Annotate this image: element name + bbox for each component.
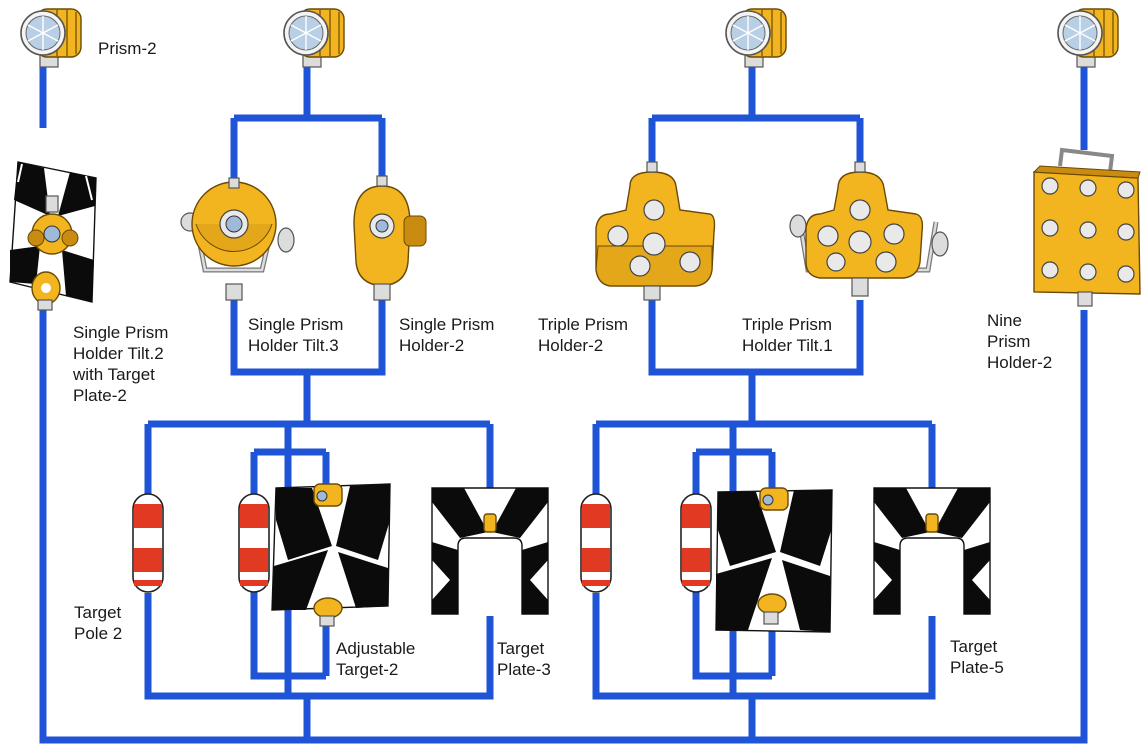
label-target-plate-5: Target Plate-5 [950, 637, 1004, 677]
label-single-prism-holder-tilt3: Single Prism Holder Tilt.3 [248, 315, 344, 355]
target-pole-icon [238, 493, 270, 593]
triple-prism-holder-2-icon [595, 161, 716, 301]
nine-prism-holder-icon [1032, 147, 1141, 307]
adjustable-target-2-icon [271, 483, 391, 627]
single-prism-holder-2-icon [353, 175, 427, 301]
label-triple-prism-holder-2: Triple Prism Holder-2 [538, 315, 629, 355]
prism-icon [1057, 8, 1119, 68]
single-prism-holder-tilt3-icon [180, 177, 295, 301]
prism-icon [283, 8, 345, 68]
label-single-prism-holder-2: Single Prism Holder-2 [399, 315, 495, 355]
prism-icon [20, 8, 82, 68]
target-plate-3-icon [431, 487, 549, 615]
label-nine-prism-holder-2: Nine Prism Holder-2 [987, 311, 1053, 372]
prism-icon [725, 8, 787, 68]
label-adjustable-target-2: Adjustable Target-2 [336, 639, 416, 679]
target-plate-5-icon [873, 487, 991, 615]
label-triple-prism-holder-tilt1: Triple Prism Holder Tilt.1 [742, 315, 833, 355]
target-pole-icon [680, 493, 712, 593]
connector-lines [39, 62, 1088, 744]
label-single-prism-holder-tilt2: Single Prism Holder Tilt.2 with Target P… [73, 323, 169, 405]
target-icon [715, 487, 833, 633]
single-prism-holder-tilt-target-plate-icon [9, 161, 97, 311]
label-target-pole-2: Target Pole 2 [74, 603, 123, 643]
target-pole-icon [132, 493, 164, 593]
triple-prism-holder-tilt1-icon [789, 161, 949, 297]
target-pole-icon [580, 493, 612, 593]
label-prism-2: Prism-2 [98, 39, 157, 58]
label-target-plate-3: Target Plate-3 [497, 639, 551, 679]
